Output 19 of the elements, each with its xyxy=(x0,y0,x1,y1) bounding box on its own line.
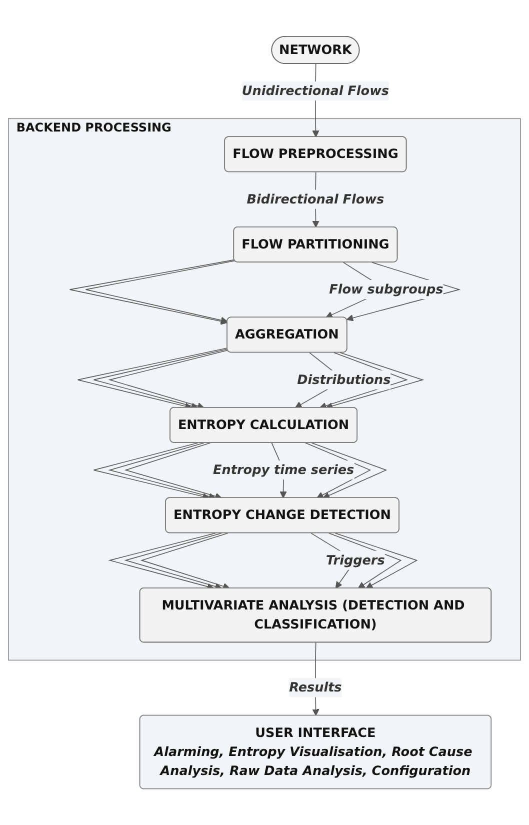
arrow xyxy=(328,532,402,589)
arrow xyxy=(334,532,418,589)
arrow xyxy=(108,532,216,590)
edge-label: Entropy time series xyxy=(213,462,354,478)
edge-label: Unidirectional Flows xyxy=(242,83,389,98)
arrow xyxy=(311,442,388,499)
arrow xyxy=(93,442,210,500)
arrow xyxy=(140,532,230,590)
arrow xyxy=(305,442,372,498)
arrow xyxy=(108,442,216,500)
edge-label: Flow subgroups xyxy=(329,282,444,297)
arrow xyxy=(124,442,222,500)
edge-label: Bidirectional Flows xyxy=(246,191,384,206)
edge-label: Triggers xyxy=(326,552,385,568)
arrow xyxy=(326,352,424,410)
cluster xyxy=(8,118,521,660)
arrow xyxy=(124,532,222,590)
edge-label: Results xyxy=(289,680,342,695)
edge-label: Distributions xyxy=(297,372,391,387)
